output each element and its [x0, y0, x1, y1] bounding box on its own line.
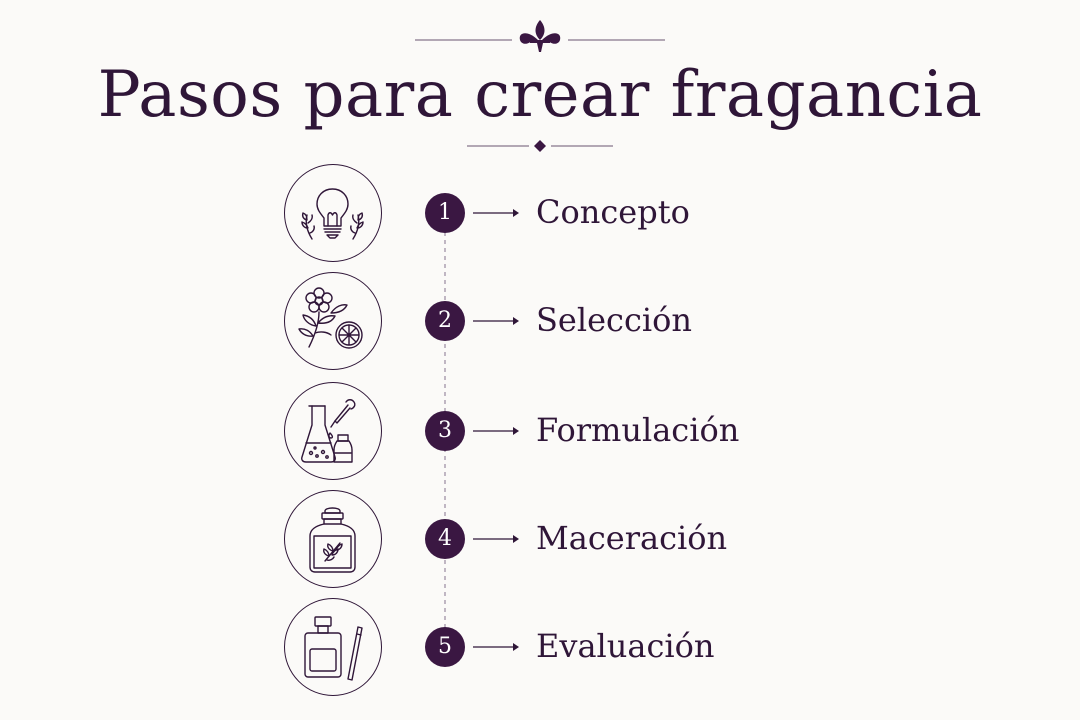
step-3-icon-badge — [284, 382, 382, 480]
diamond-divider-ornament — [467, 140, 613, 152]
page-title: Pasos para crear fragancia — [97, 58, 983, 132]
step-4-icon-badge — [284, 490, 382, 588]
step-5: 5 Evaluación — [0, 598, 1080, 698]
arrow-right-icon — [473, 427, 519, 435]
step-3-label: Formulación — [536, 411, 740, 449]
arrow-right-icon — [473, 535, 519, 543]
step-4: 4 Maceración — [0, 490, 1080, 590]
step-2-icon-badge — [284, 272, 382, 370]
step-4-number-badge: 4 — [425, 519, 465, 559]
arrow-right-icon — [473, 317, 519, 325]
flower-and-citrus-icon — [298, 287, 363, 349]
arrow-right-icon — [473, 643, 519, 651]
perfume-bottle-and-blotter-icon — [304, 616, 363, 681]
step-1: 1 Concepto — [0, 164, 1080, 264]
flask-and-dropper-icon — [301, 399, 356, 463]
step-2-number-badge: 2 — [425, 301, 465, 341]
step-2-label: Selección — [536, 301, 692, 339]
apothecary-jar-icon — [309, 507, 356, 573]
step-4-label: Maceración — [536, 519, 728, 557]
step-5-number-badge: 5 — [425, 627, 465, 667]
step-3-number-badge: 3 — [425, 411, 465, 451]
step-3: 3 Formulación — [0, 382, 1080, 482]
step-5-label: Evaluación — [536, 627, 715, 665]
step-1-number-badge: 1 — [425, 193, 465, 233]
lightbulb-with-laurel-icon — [301, 188, 364, 240]
step-1-icon-badge — [284, 164, 382, 262]
step-1-label: Concepto — [536, 193, 690, 231]
step-2: 2 Selección — [0, 272, 1080, 372]
step-5-icon-badge — [284, 598, 382, 696]
arrow-right-icon — [473, 209, 519, 217]
fleur-de-lis-ornament — [415, 20, 665, 52]
